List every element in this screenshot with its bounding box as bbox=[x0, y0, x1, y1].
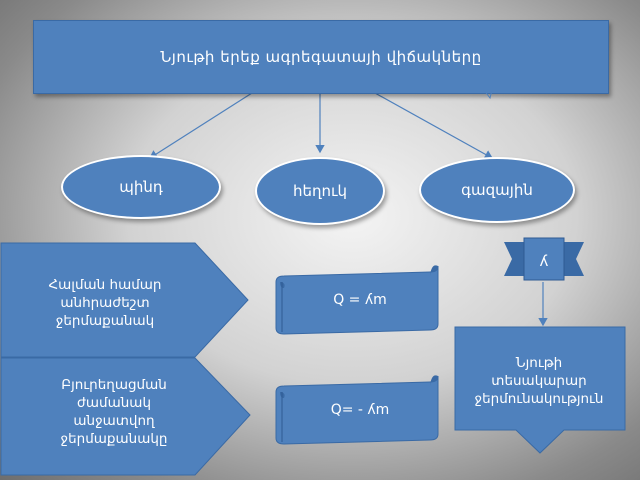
lambda-label: ʎ bbox=[539, 252, 549, 270]
state-gas-label: գազային bbox=[461, 181, 533, 199]
crystallization-arrow-shape bbox=[0, 357, 251, 476]
specific-heat-line-3: ջերմունակություն bbox=[474, 391, 604, 407]
crystallization-line-1: Բյուրեղացման bbox=[61, 377, 167, 393]
diagram-title-box: Նյութի երեք ագրեգատայի վիճակները bbox=[33, 20, 609, 94]
specific-heat-callout bbox=[454, 326, 626, 454]
crystallization-heat-text: Բյուրեղացման ժամանակ անջատվող ջերմաքանակ… bbox=[14, 372, 214, 452]
state-liquid-label: հեղուկ bbox=[292, 182, 348, 200]
formula-top: Q = ʎm bbox=[333, 292, 387, 308]
melting-heat-text: Հալման համար անհրաժեշտ ջերմաքանակ bbox=[20, 268, 190, 338]
crystallization-line-3: անջատվող bbox=[73, 413, 155, 429]
specific-heat-line-2: տեսակարար bbox=[491, 373, 587, 389]
melting-line-1: Հալման համար bbox=[48, 277, 162, 293]
state-gas: գազային bbox=[419, 157, 575, 223]
state-solid-label: պինդ bbox=[119, 178, 163, 196]
connector-left bbox=[148, 92, 253, 159]
state-liquid: հեղուկ bbox=[255, 157, 385, 225]
lambda-ribbon bbox=[504, 237, 584, 281]
title-box-tail bbox=[483, 89, 493, 100]
diagram-title: Նյութի երեք ագրեգատայի վիճակները bbox=[160, 48, 482, 66]
crystallization-line-4: ջերմաքանակը bbox=[60, 431, 168, 447]
melting-line-3: ջերմաքանակ bbox=[55, 313, 155, 329]
formula-bottom: Q= - ʎm bbox=[330, 402, 390, 418]
formula-top-scroll bbox=[275, 265, 439, 335]
specific-heat-line-1: Նյութի bbox=[515, 355, 563, 371]
crystallization-line-2: ժամանակ bbox=[77, 395, 151, 411]
formula-bottom-scroll bbox=[275, 375, 439, 445]
melting-arrow-shape bbox=[0, 242, 249, 358]
melting-line-2: անհրաժեշտ bbox=[60, 295, 150, 311]
specific-heat-text: Նյութի տեսակարար ջերմունակություն bbox=[446, 346, 632, 416]
connector-right bbox=[374, 92, 494, 159]
state-solid: պինդ bbox=[61, 155, 221, 219]
